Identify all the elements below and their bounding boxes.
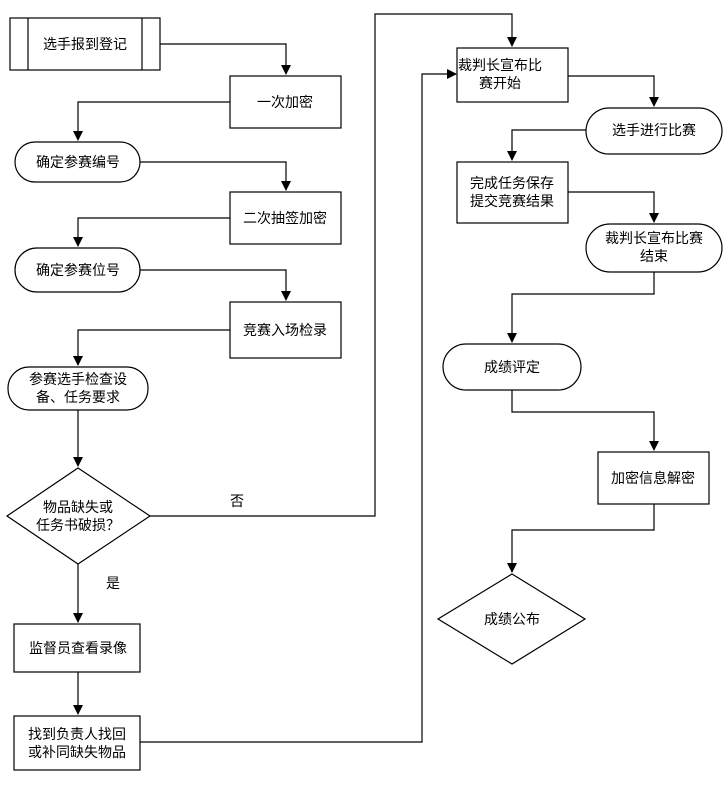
node-referee-start: 裁判长宣布比赛开始 (456, 47, 569, 103)
edge-label-no: 否 (230, 494, 244, 510)
node-competing-shape (585, 107, 723, 155)
referee-start-label-line-2: 赛开始 (479, 76, 521, 92)
node-confirm-number-label: 确定参赛编号 (36, 154, 120, 171)
node-confirm-number: 确定参赛编号 (14, 141, 141, 183)
entry-check-label-line-1: 竞赛入场检录 (243, 322, 327, 339)
node-register: 选手报到登记 (9, 17, 161, 71)
edge-encrypt1-to-confirm-number (73, 101, 230, 141)
decision-missing-label-line-1: 物品缺失或 (43, 500, 113, 516)
node-encrypt1-shape (229, 75, 342, 129)
encrypt2-label-line-1: 二次抽签加密 (243, 210, 327, 227)
node-confirm-number-shape (14, 141, 141, 183)
node-score-evaluate-label: 成绩评定 (484, 360, 540, 376)
node-find-responsible-label: 找到负责人找回或补同缺失物品 (28, 727, 126, 761)
save-submit-label-line-2: 提交竞赛结果 (470, 193, 554, 210)
node-check-equipment-label: 参赛选手检查设备、任务要求 (29, 371, 127, 406)
encrypt1-label-line-1: 一次加密 (257, 94, 313, 111)
edge-encrypt2-to-confirm-position (73, 217, 230, 247)
node-decrypt-shape (597, 451, 710, 505)
node-find-responsible-shape (13, 715, 141, 771)
publish-label-line-1: 成绩公布 (484, 612, 540, 628)
node-register-label: 选手报到登记 (43, 37, 127, 53)
node-decision-missing: 物品缺失或任务书破损？ (5, 467, 152, 565)
node-save-submit-shape (456, 161, 569, 224)
edge-confirm-number-to-encrypt2 (140, 161, 291, 191)
node-decrypt: 加密信息解密 (597, 451, 710, 505)
referee-end-label-line-2: 结束 (640, 249, 668, 265)
node-save-submit: 完成任务保存提交竞赛结果 (456, 161, 569, 224)
confirm-position-label-line-1: 确定参赛位号 (36, 262, 120, 279)
node-confirm-position-shape (14, 247, 141, 293)
node-confirm-position-label: 确定参赛位号 (36, 262, 120, 279)
node-supervisor-video-shape (13, 623, 141, 673)
node-referee-start-label: 裁判长宣布比赛开始 (458, 58, 542, 92)
edge-decision-no-to-referee-start (150, 13, 517, 517)
find-responsible-label-line-1: 找到负责人找回 (28, 727, 126, 743)
decrypt-label-line-1: 加密信息解密 (611, 470, 695, 487)
node-referee-end-shape (585, 223, 723, 273)
edge-decrypt-to-publish (507, 504, 655, 573)
edge-label-yes: 是 (106, 576, 120, 592)
node-score-evaluate: 成绩评定 (442, 343, 582, 391)
node-find-responsible: 找到负责人找回或补同缺失物品 (13, 715, 141, 771)
node-publish-shape (436, 573, 587, 665)
node-encrypt2-shape (229, 191, 342, 245)
node-register-shape (9, 17, 161, 71)
edge-score-evaluate-to-decrypt (511, 390, 659, 451)
node-encrypt2: 二次抽签加密 (229, 191, 342, 245)
register-label-line-1: 选手报到登记 (43, 37, 127, 53)
node-entry-check-label: 竞赛入场检录 (243, 322, 327, 339)
check-equipment-label-line-2: 备、任务要求 (36, 389, 120, 406)
referee-start-label-line-1: 裁判长宣布比 (458, 58, 542, 74)
edge-find-responsible-to-referee-start (140, 69, 457, 743)
confirm-number-label-line-1: 确定参赛编号 (36, 154, 120, 171)
node-encrypt1-label: 一次加密 (257, 94, 313, 111)
referee-end-label-line-1: 裁判长宣布比赛 (605, 231, 703, 247)
decision-missing-label-line-2: 任务书破损？ (36, 518, 120, 534)
node-decision-missing-shape (5, 467, 152, 565)
node-competing: 选手进行比赛 (585, 107, 723, 155)
node-decrypt-label: 加密信息解密 (611, 470, 695, 487)
edge-confirm-position-to-entry-check (140, 269, 291, 301)
edge-register-to-encrypt1 (160, 43, 291, 75)
node-publish-label: 成绩公布 (484, 612, 540, 628)
node-competing-label: 选手进行比赛 (612, 123, 696, 139)
node-confirm-position: 确定参赛位号 (14, 247, 141, 293)
node-score-evaluate-shape (442, 343, 582, 391)
node-encrypt2-label: 二次抽签加密 (243, 210, 327, 227)
node-entry-check: 竞赛入场检录 (229, 301, 342, 359)
supervisor-video-label-line-1: 监督员查看录像 (29, 641, 127, 657)
node-supervisor-video: 监督员查看录像 (13, 623, 141, 673)
edge-referee-start-to-competing (568, 75, 659, 107)
node-encrypt1: 一次加密 (229, 75, 342, 129)
node-referee-end: 裁判长宣布比赛结束 (585, 223, 723, 273)
competing-label-line-1: 选手进行比赛 (612, 123, 696, 139)
edge-referee-end-to-score-evaluate (507, 272, 655, 343)
score-evaluate-label-line-1: 成绩评定 (484, 360, 540, 376)
find-responsible-label-line-2: 或补同缺失物品 (28, 745, 126, 761)
edge-competing-to-save-submit (507, 129, 586, 161)
node-entry-check-shape (229, 301, 342, 359)
node-check-equipment-shape (7, 366, 149, 411)
node-supervisor-video-label: 监督员查看录像 (29, 641, 127, 657)
node-publish: 成绩公布 (436, 573, 587, 665)
node-referee-end-label: 裁判长宣布比赛结束 (605, 231, 703, 265)
node-decision-missing-label: 物品缺失或任务书破损？ (36, 500, 120, 534)
edges (73, 13, 659, 743)
check-equipment-label-line-1: 参赛选手检查设 (29, 371, 127, 388)
edge-entry-check-to-check-equipment (73, 329, 230, 366)
node-referee-start-shape (456, 47, 569, 103)
node-check-equipment: 参赛选手检查设备、任务要求 (7, 366, 149, 411)
edge-save-submit-to-referee-end (568, 191, 659, 223)
save-submit-label-line-1: 完成任务保存 (470, 176, 554, 192)
node-save-submit-label: 完成任务保存提交竞赛结果 (470, 176, 554, 210)
